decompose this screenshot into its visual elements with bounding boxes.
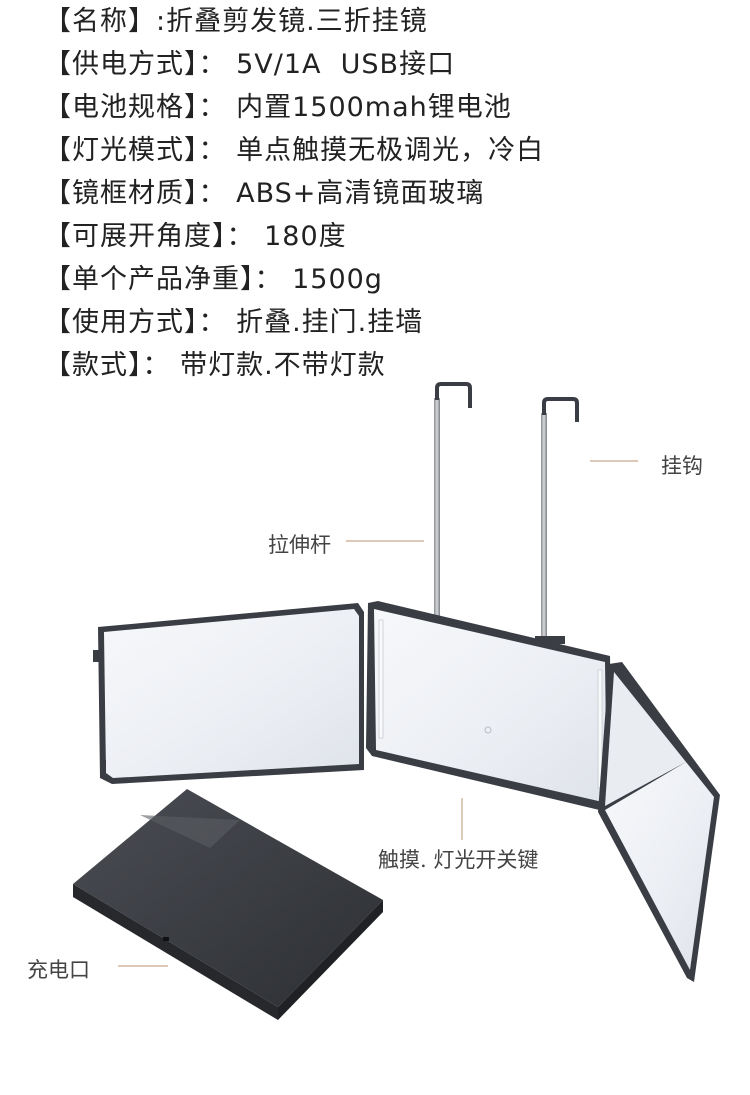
spec-light: 【灯光模式】： 单点触摸无极调光，冷白 [44,135,545,166]
telescopic-rod-right [541,397,579,641]
callout-hook: 挂钩 [661,454,703,478]
spec-angle: 【可展开角度】： 180度 [44,221,347,252]
spec-power: 【供电方式】： 5V/1A USB接口 [44,49,456,80]
spec-weight: 【单个产品净重】： 1500g [44,264,383,295]
charging-port [163,937,169,941]
mirror-panel-left [93,603,364,784]
folded-mirror [73,789,383,1020]
spec-style: 【款式】： 带灯款.不带灯款 [44,350,386,381]
product-illustration [73,382,720,1020]
spec-battery: 【电池规格】： 内置1500mah锂电池 [44,92,512,123]
callout-charge-port: 充电口 [27,958,90,982]
spec-list: 【名称】:折叠剪发镜.三折挂镜 【供电方式】： 5V/1A USB接口 【电池规… [44,0,744,387]
callout-touch-switch: 触摸. 灯光开关键 [378,848,539,872]
mirror-panel-center [366,601,612,813]
spec-usage: 【使用方式】： 折叠.挂门.挂墙 [44,307,424,338]
spec-material: 【镜框材质】： ABS+高清镜面玻璃 [44,178,485,209]
spec-name: 【名称】:折叠剪发镜.三折挂镜 [44,6,428,37]
mirror-panel-right [598,662,720,982]
callout-rod: 拉伸杆 [268,533,331,557]
telescopic-rod-left [434,382,472,616]
